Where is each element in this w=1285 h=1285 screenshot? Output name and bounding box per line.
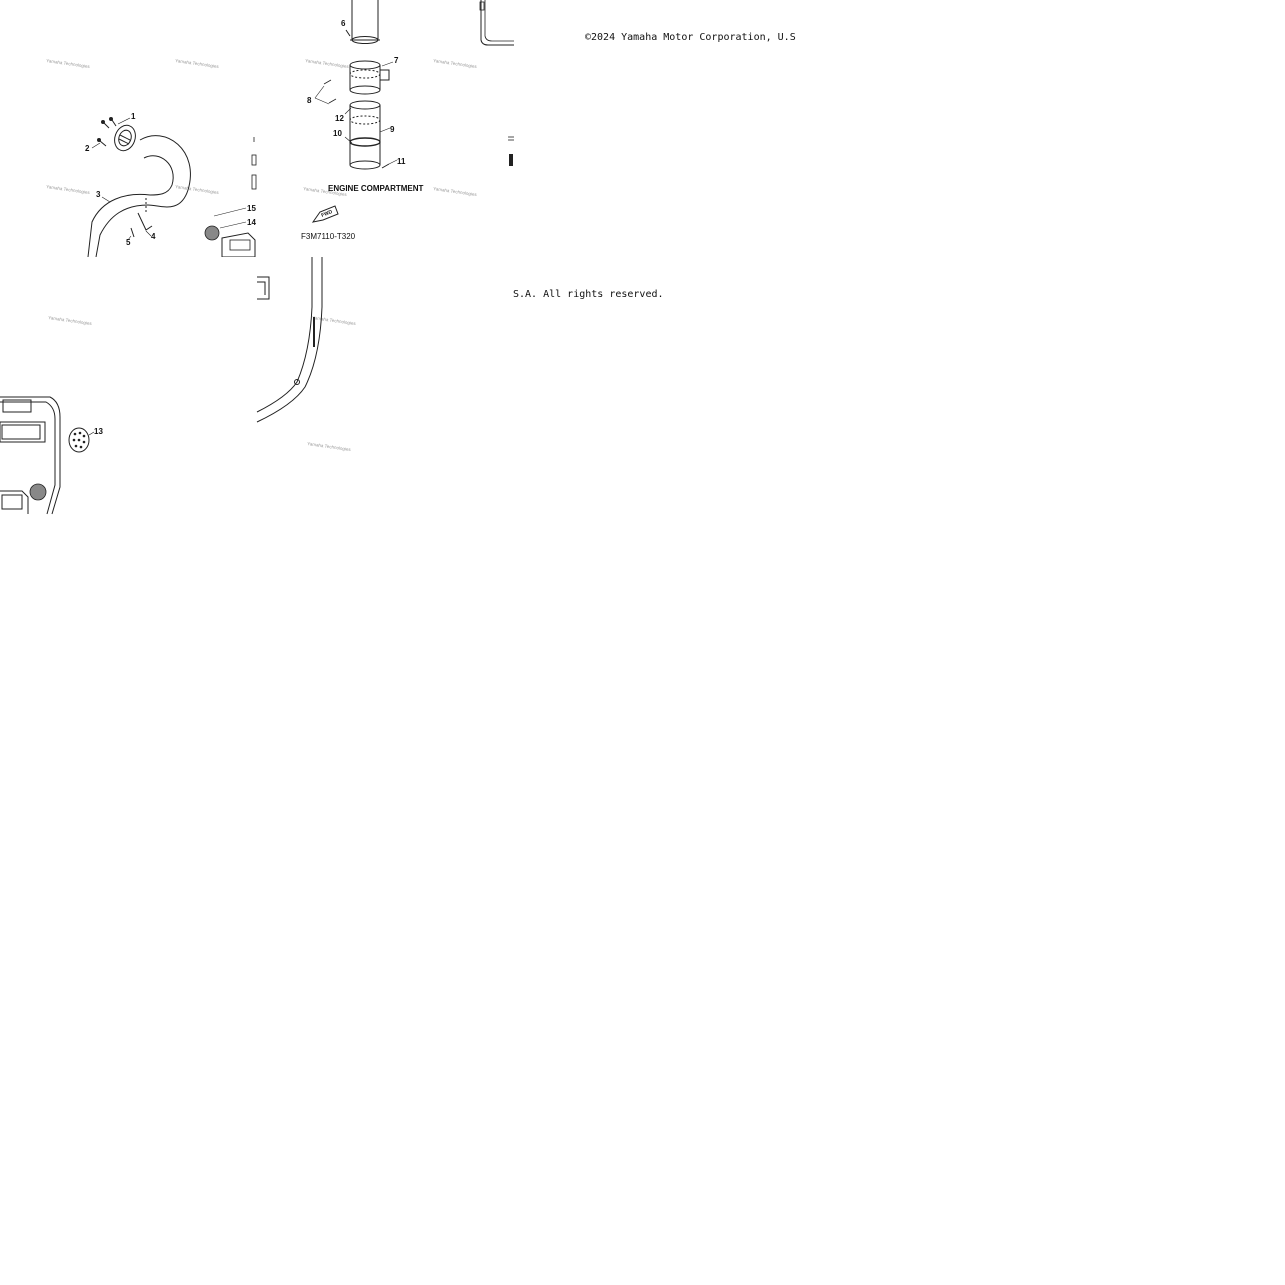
callout-4: 4 (151, 232, 156, 241)
diagram-tile-middle-left: Yamaha Technologies 13 (0, 257, 257, 515)
watermark: Yamaha Technologies (433, 58, 478, 69)
watermark: Yamaha Technologies (175, 184, 220, 195)
callout-14: 14 (247, 218, 256, 227)
diagram-tile-middle: Yamaha Technologies Yamaha Technologies (256, 257, 514, 514)
bracket-part (251, 137, 257, 190)
fwd-label: FWD (321, 209, 334, 219)
vent-grille (29, 427, 90, 501)
callout-9: 9 (390, 125, 395, 134)
callout-7: 7 (394, 56, 399, 65)
hull-edge-drawing: Yamaha Technologies Yamaha Technologies (256, 257, 357, 452)
callout-3: 3 (96, 190, 101, 199)
vent-grille (204, 225, 256, 258)
watermark: Yamaha Technologies (48, 315, 93, 326)
screw (97, 117, 117, 147)
callout-1: 1 (131, 112, 136, 121)
watermark: Yamaha Technologies (305, 58, 350, 69)
watermark: Yamaha Technologies (307, 441, 352, 452)
vent-cap (114, 124, 136, 152)
callout-15: 15 (247, 204, 256, 213)
ventilation-hose-drawing: Yamaha Technologies Yamaha Technologies … (46, 58, 257, 258)
callout-6: 6 (341, 19, 346, 28)
diagram-tile-top-left: Yamaha Technologies Yamaha Technologies … (0, 0, 257, 258)
watermark: Yamaha Technologies (175, 58, 220, 69)
hull-outline (256, 257, 323, 423)
callout-11: 11 (397, 157, 406, 166)
watermark: Yamaha Technologies (46, 184, 91, 195)
vent-hose (87, 135, 191, 258)
part-code: F3M7110-T320 (301, 232, 356, 241)
callout-10: 10 (333, 129, 342, 138)
diagram-fragment (505, 130, 515, 170)
copyright-text: S.A. All rights reserved. (513, 289, 664, 300)
watermark: Yamaha Technologies (312, 315, 357, 326)
callout-2: 2 (85, 144, 90, 153)
air-duct-assembly (345, 0, 390, 170)
diagram-tile-top-middle: Yamaha Technologies Yamaha Technologies … (257, 0, 514, 257)
air-duct-drawing: Yamaha Technologies Yamaha Technologies … (301, 0, 478, 241)
callout-13: 13 (94, 427, 103, 436)
hose-clamp (130, 212, 153, 238)
callout-12: 12 (335, 114, 344, 123)
section-label: ENGINE COMPARTMENT (328, 184, 424, 193)
diagram-fragment (476, 0, 514, 48)
watermark: Yamaha Technologies (303, 186, 348, 197)
hull-outline (0, 396, 61, 515)
forward-arrow-icon: FWD (311, 205, 339, 223)
copyright-text: ©2024 Yamaha Motor Corporation, U.S (585, 32, 796, 43)
callout-8: 8 (307, 96, 312, 105)
watermark: Yamaha Technologies (46, 58, 91, 69)
hull-drawing: Yamaha Technologies 13 (0, 315, 103, 515)
screw (323, 79, 337, 104)
callout-5: 5 (126, 238, 131, 247)
screw (381, 163, 390, 169)
watermark: Yamaha Technologies (433, 186, 478, 197)
